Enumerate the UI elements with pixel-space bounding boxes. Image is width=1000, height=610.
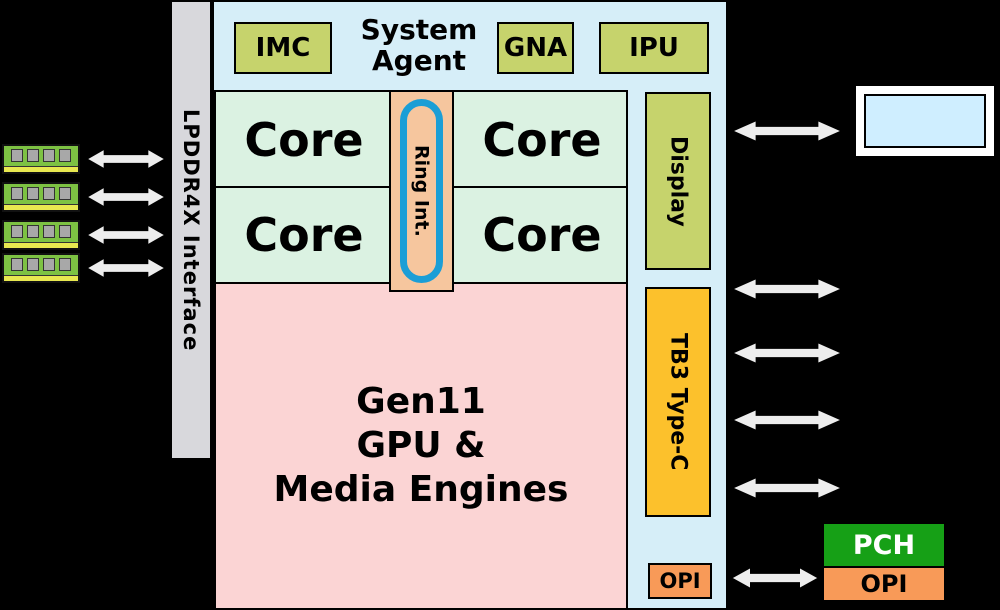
double-arrow-icon bbox=[84, 184, 168, 210]
opi-pch-label: OPI bbox=[860, 570, 908, 598]
double-arrow-icon bbox=[728, 406, 846, 434]
system-agent-title: System Agent bbox=[360, 13, 478, 78]
display-block: Display bbox=[645, 92, 711, 270]
gna-block: GNA bbox=[497, 22, 574, 74]
monitor-icon bbox=[854, 84, 996, 158]
display-label: Display bbox=[665, 135, 691, 227]
ram-pins bbox=[4, 166, 78, 172]
ring-icon bbox=[400, 99, 443, 283]
core-block: Core bbox=[244, 112, 364, 167]
ring-interconnect-block: Ring Int. bbox=[389, 90, 454, 292]
opi-soc-label: OPI bbox=[659, 569, 701, 593]
ram-chips bbox=[4, 258, 78, 271]
ram-pins bbox=[4, 242, 78, 248]
ipu-label: IPU bbox=[629, 33, 679, 63]
imc-block: IMC bbox=[234, 22, 332, 74]
gpu-media-label: Gen11 GPU & Media Engines bbox=[273, 381, 569, 510]
ram-chips bbox=[4, 187, 78, 200]
ram-module-icon bbox=[2, 144, 80, 174]
double-arrow-icon bbox=[728, 474, 846, 502]
double-arrow-icon bbox=[728, 564, 822, 592]
gna-label: GNA bbox=[503, 33, 568, 63]
core-block: Core bbox=[482, 112, 602, 167]
ipu-block: IPU bbox=[599, 22, 709, 74]
double-arrow-icon bbox=[84, 255, 168, 281]
gpu-media-block: Gen11 GPU & Media Engines bbox=[214, 282, 628, 610]
core-block: Core bbox=[482, 207, 602, 262]
double-arrow-icon bbox=[84, 146, 168, 172]
ram-pins bbox=[4, 275, 78, 281]
ram-chips bbox=[4, 225, 78, 238]
tb3-typec-label: TB3 Type-C bbox=[665, 333, 691, 471]
ring-interconnect-label: Ring Int. bbox=[410, 145, 433, 237]
pch-block: PCH bbox=[822, 522, 946, 568]
ram-module-icon bbox=[2, 253, 80, 283]
double-arrow-icon bbox=[728, 117, 846, 145]
double-arrow-icon bbox=[728, 339, 846, 367]
opi-soc-block: OPI bbox=[648, 563, 712, 599]
monitor-screen bbox=[864, 94, 986, 148]
ram-module-icon bbox=[2, 220, 80, 250]
double-arrow-icon bbox=[728, 275, 846, 303]
opi-pch-block: OPI bbox=[822, 566, 946, 602]
imc-label: IMC bbox=[255, 33, 311, 63]
ram-pins bbox=[4, 204, 78, 210]
double-arrow-icon bbox=[84, 222, 168, 248]
lpddr4x-interface-bar: LPDDR4X Interface bbox=[170, 0, 212, 460]
tb3-typec-block: TB3 Type-C bbox=[645, 287, 711, 517]
lpddr4x-interface-label: LPDDR4X Interface bbox=[179, 108, 203, 352]
pch-label: PCH bbox=[852, 529, 916, 561]
ram-chips bbox=[4, 149, 78, 162]
soc-block: System Agent IMC GNA IPU Core Core Core … bbox=[212, 0, 728, 610]
core-block: Core bbox=[244, 207, 364, 262]
ram-module-icon bbox=[2, 182, 80, 212]
